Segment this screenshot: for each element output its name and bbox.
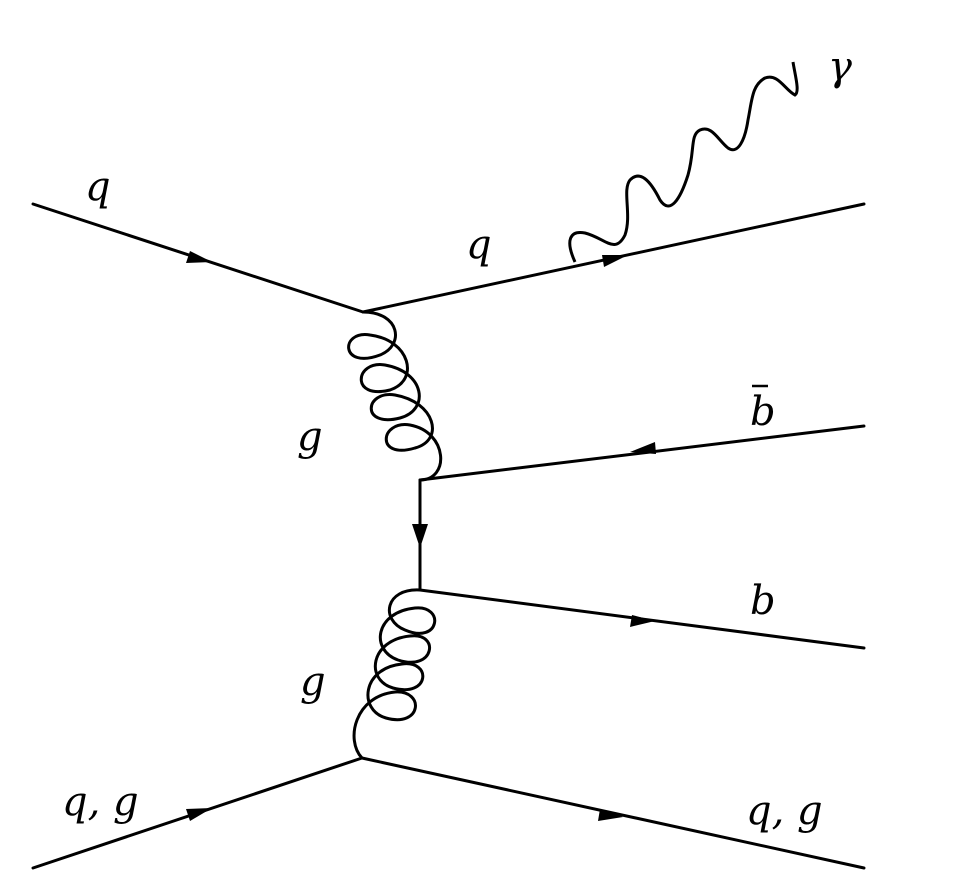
label-lower-gluon: g bbox=[300, 659, 326, 705]
anti-b-arrow bbox=[630, 442, 656, 454]
b-propagator-arrow bbox=[412, 524, 428, 548]
photon-line bbox=[568, 61, 799, 263]
incoming-quark-arrow bbox=[186, 251, 212, 263]
b-quark-arrow bbox=[630, 615, 655, 627]
incoming-parton-arrow bbox=[186, 808, 212, 821]
label-incoming-parton: q, g bbox=[62, 779, 139, 825]
label-anti-b: b bbox=[750, 389, 776, 435]
outgoing-parton-line bbox=[360, 756, 866, 870]
label-incoming-quark: q bbox=[85, 164, 111, 210]
outgoing-quark-arrow bbox=[602, 255, 628, 267]
label-outgoing-parton: q, g bbox=[746, 788, 823, 834]
lower-gluon-line bbox=[352, 588, 437, 760]
label-anti-b-group: b bbox=[750, 384, 776, 435]
anti-b-line bbox=[418, 424, 866, 482]
label-upper-gluon: g bbox=[297, 414, 323, 460]
upper-gluon-line bbox=[347, 310, 443, 482]
label-photon: γ bbox=[828, 44, 852, 90]
label-b-quark: b bbox=[750, 578, 776, 624]
outgoing-parton-arrow bbox=[598, 809, 623, 821]
label-outgoing-quark: q bbox=[466, 222, 492, 268]
